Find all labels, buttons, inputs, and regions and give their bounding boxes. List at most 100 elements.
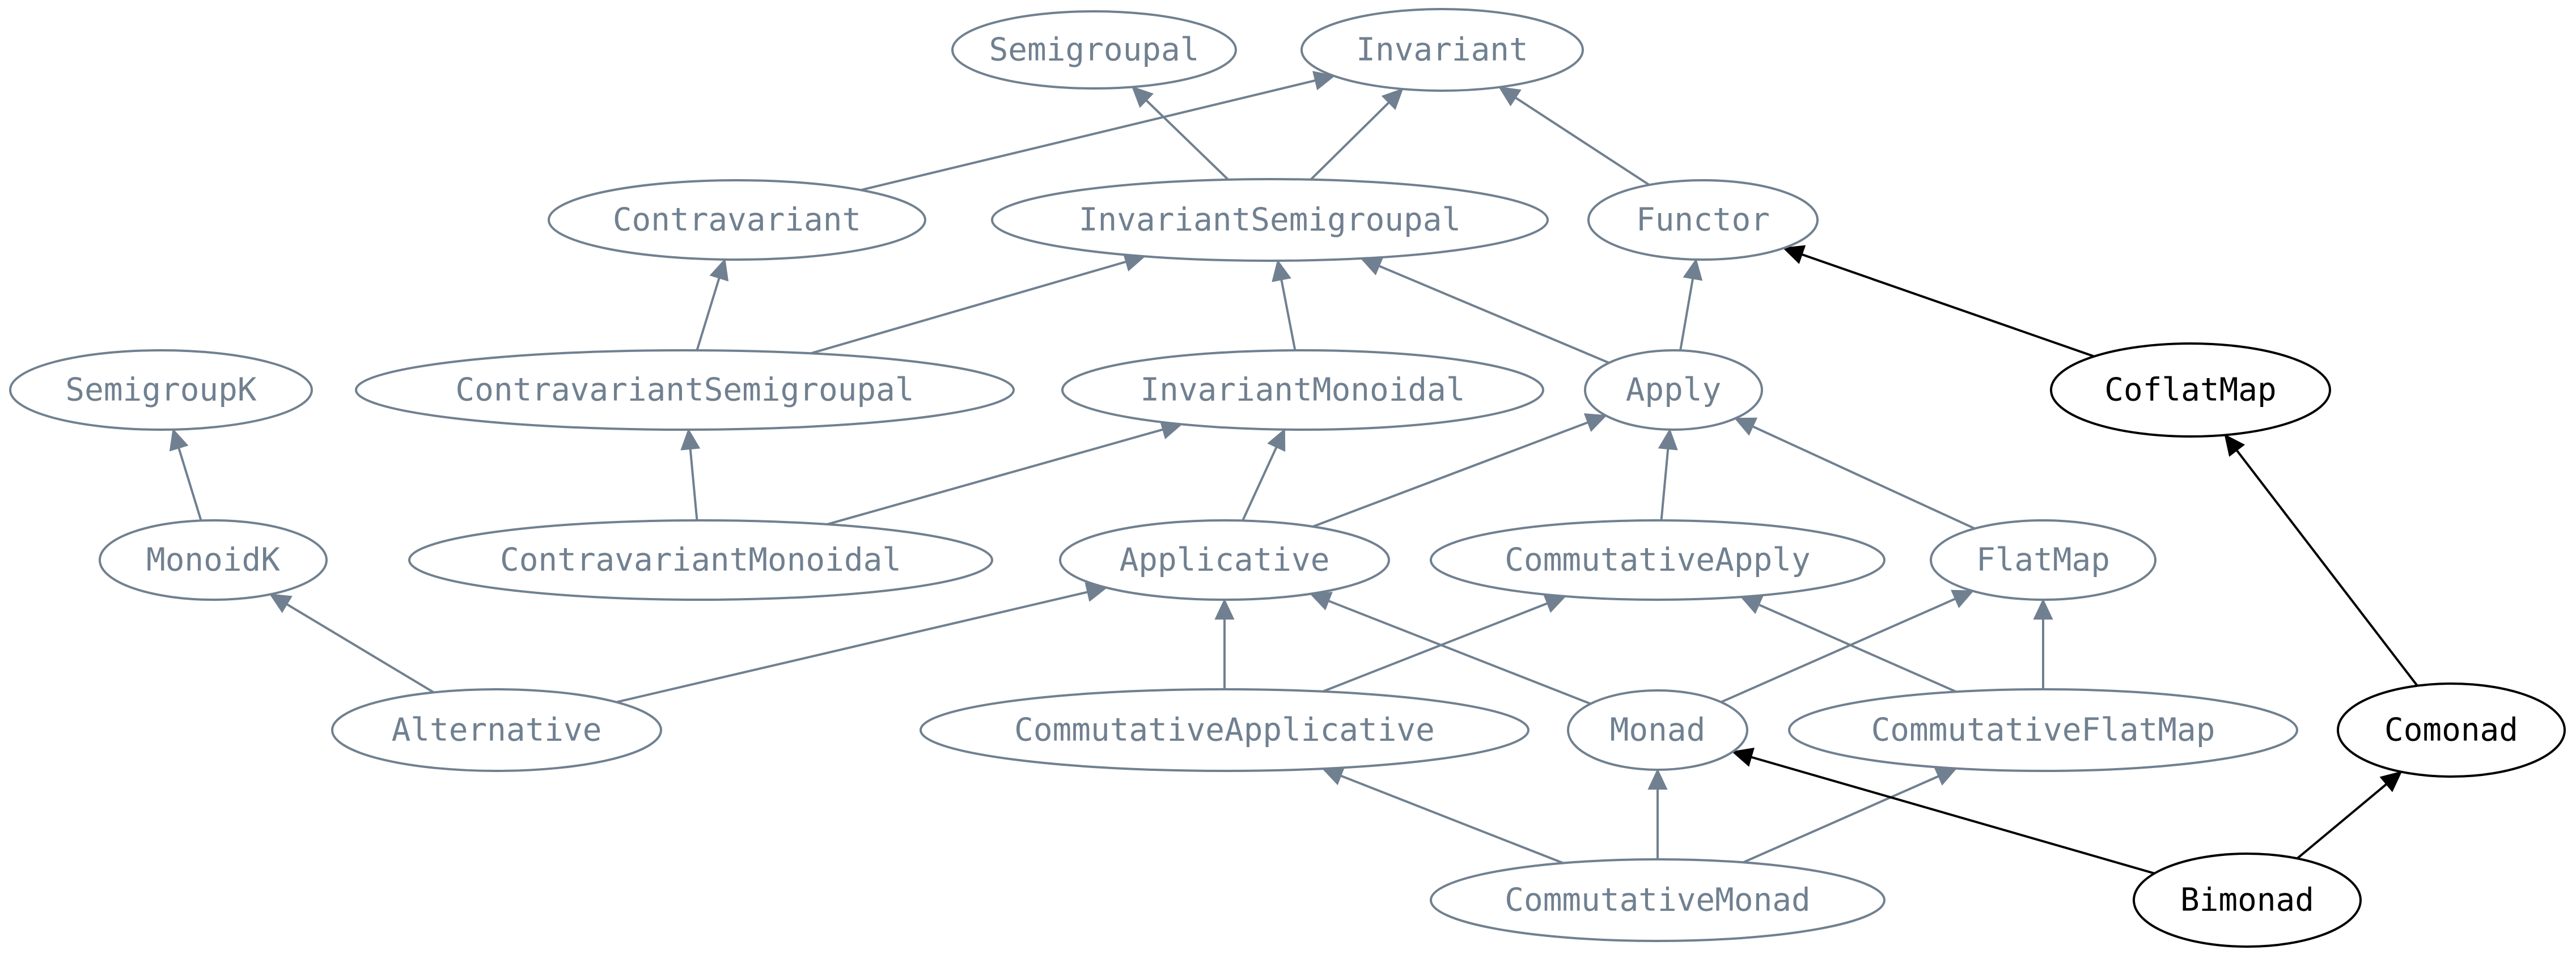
node-label: CoflatMap: [2104, 372, 2276, 409]
edge-contravariant-monoidal-to-invariant-monoidal: [827, 420, 1183, 525]
node-semigroupal: Semigroupal: [951, 10, 1237, 90]
arrowhead-icon: [1583, 413, 1607, 432]
edge-commutative-applicative-to-commutative-apply: [1322, 594, 1567, 693]
node-commutative-monad: CommutativeMonad: [1430, 858, 1886, 942]
node-semigroup-k: SemigroupK: [9, 349, 313, 431]
edge-line: [1310, 101, 1390, 181]
node-invariant-monoidal: InvariantMonoidal: [1061, 349, 1544, 431]
node-label: Bimonad: [2180, 882, 2314, 919]
node-comonad: Comonad: [2337, 682, 2566, 778]
node-ellipse: [991, 178, 1549, 262]
node-invariant: Invariant: [1300, 8, 1584, 92]
edge-comonad-to-coflat-map: [2224, 434, 2418, 686]
node-applicative: Applicative: [1059, 519, 1390, 601]
edge-contravariant-semigroupal-to-invariant-semigroupal: [810, 252, 1146, 355]
edge-contravariant-to-invariant: [861, 71, 1336, 192]
edge-monoid-k-to-semigroup-k: [169, 428, 202, 521]
arrowhead-icon: [2224, 434, 2245, 457]
edge-line: [1312, 421, 1588, 528]
edge-commutative-applicative-to-applicative: [1214, 598, 1235, 689]
node-label: Functor: [1636, 202, 1770, 239]
node-label: FlatMap: [1976, 542, 2110, 579]
edge-apply-to-functor: [1679, 258, 1703, 351]
node-monad: Monad: [1567, 689, 1748, 771]
node-label: Alternative: [392, 712, 602, 749]
edge-applicative-to-apply: [1312, 413, 1607, 528]
node-contravariant: Contravariant: [548, 179, 926, 261]
edge-line: [177, 447, 202, 521]
node-bimonad: Bimonad: [2133, 853, 2362, 948]
node-ellipse: [2050, 342, 2331, 438]
arrowhead-icon: [1131, 86, 1154, 108]
edge-line: [1280, 279, 1297, 351]
edge-line: [1743, 775, 1939, 864]
edge-commutative-flat-map-to-flat-map: [2033, 598, 2053, 689]
node-contravariant-semigroupal: ContravariantSemigroupal: [355, 349, 1015, 431]
node-label: ContravariantSemigroupal: [455, 372, 914, 409]
node-label: SemigroupK: [65, 372, 256, 409]
edge-functor-to-invariant: [1498, 86, 1650, 186]
node-commutative-applicative: CommutativeApplicative: [920, 688, 1530, 772]
node-apply: Apply: [1584, 349, 1763, 431]
node-label: CommutativeApply: [1505, 542, 1810, 579]
node-label: CommutativeMonad: [1505, 882, 1810, 919]
node-commutative-flat-map: CommutativeFlatMap: [1788, 688, 2298, 772]
edge-line: [2236, 450, 2418, 686]
node-label: Contravariant: [613, 202, 861, 239]
edge-line: [696, 277, 721, 351]
arrowhead-icon: [1498, 86, 1522, 107]
node-label: ContravariantMonoidal: [500, 542, 901, 579]
arrowhead-icon: [1782, 245, 1806, 264]
arrowhead-icon: [1381, 88, 1404, 111]
edge-apply-to-invariant-semigroupal: [1360, 257, 1610, 364]
edge-monad-to-applicative: [1309, 592, 1591, 705]
arrowhead-icon: [2379, 771, 2403, 792]
node-ellipse: [9, 349, 313, 431]
edge-line: [1378, 265, 1610, 364]
node-ellipse: [1930, 519, 2156, 601]
edge-line: [1340, 774, 1564, 864]
edge-line: [1328, 600, 1591, 705]
node-ellipse: [1567, 689, 1748, 771]
edge-contravariant-semigroupal-to-contravariant: [696, 258, 729, 351]
edge-applicative-to-invariant-monoidal: [1242, 428, 1286, 521]
edge-line: [689, 448, 698, 521]
arrowhead-icon: [1309, 592, 1333, 610]
node-flat-map: FlatMap: [1930, 519, 2156, 601]
edge-line: [2297, 783, 2387, 859]
edge-line: [616, 591, 1088, 703]
arrowhead-icon: [1321, 766, 1345, 786]
node-label: Monad: [1610, 712, 1706, 749]
arrowhead-icon: [1740, 596, 1764, 614]
arrowhead-icon: [1647, 768, 1668, 790]
arrowhead-icon: [1731, 748, 1755, 767]
arrowhead-icon: [1683, 258, 1703, 281]
arrowhead-icon: [1951, 590, 1975, 608]
edge-layer: [169, 71, 2418, 875]
node-ellipse: [1059, 519, 1390, 601]
edge-line: [1515, 96, 1650, 186]
edge-line: [1660, 448, 1670, 521]
edge-bimonad-to-comonad: [2297, 771, 2403, 859]
arrowhead-icon: [169, 428, 189, 452]
node-label: Applicative: [1120, 542, 1330, 579]
arrowhead-icon: [1934, 767, 1958, 786]
arrowhead-icon: [709, 258, 729, 282]
node-invariant-semigroupal: InvariantSemigroupal: [991, 178, 1549, 262]
edge-line: [1758, 603, 1957, 693]
edge-line: [810, 260, 1126, 355]
edge-commutative-monad-to-commutative-flat-map: [1743, 767, 1958, 864]
node-ellipse: [1300, 8, 1584, 92]
node-label: CommutativeFlatMap: [1871, 712, 2215, 749]
node-label: Comonad: [2384, 712, 2518, 749]
node-monoid-k: MonoidK: [99, 519, 328, 601]
arrowhead-icon: [1267, 428, 1286, 452]
node-ellipse: [355, 349, 1015, 431]
node-label: Apply: [1626, 372, 1722, 409]
edge-invariant-semigroupal-to-invariant: [1310, 88, 1404, 181]
node-ellipse: [920, 688, 1530, 772]
edge-alternative-to-monoid-k: [269, 593, 435, 694]
arrowhead-icon: [1658, 428, 1678, 451]
arrowhead-icon: [269, 593, 293, 613]
edge-line: [827, 428, 1163, 525]
